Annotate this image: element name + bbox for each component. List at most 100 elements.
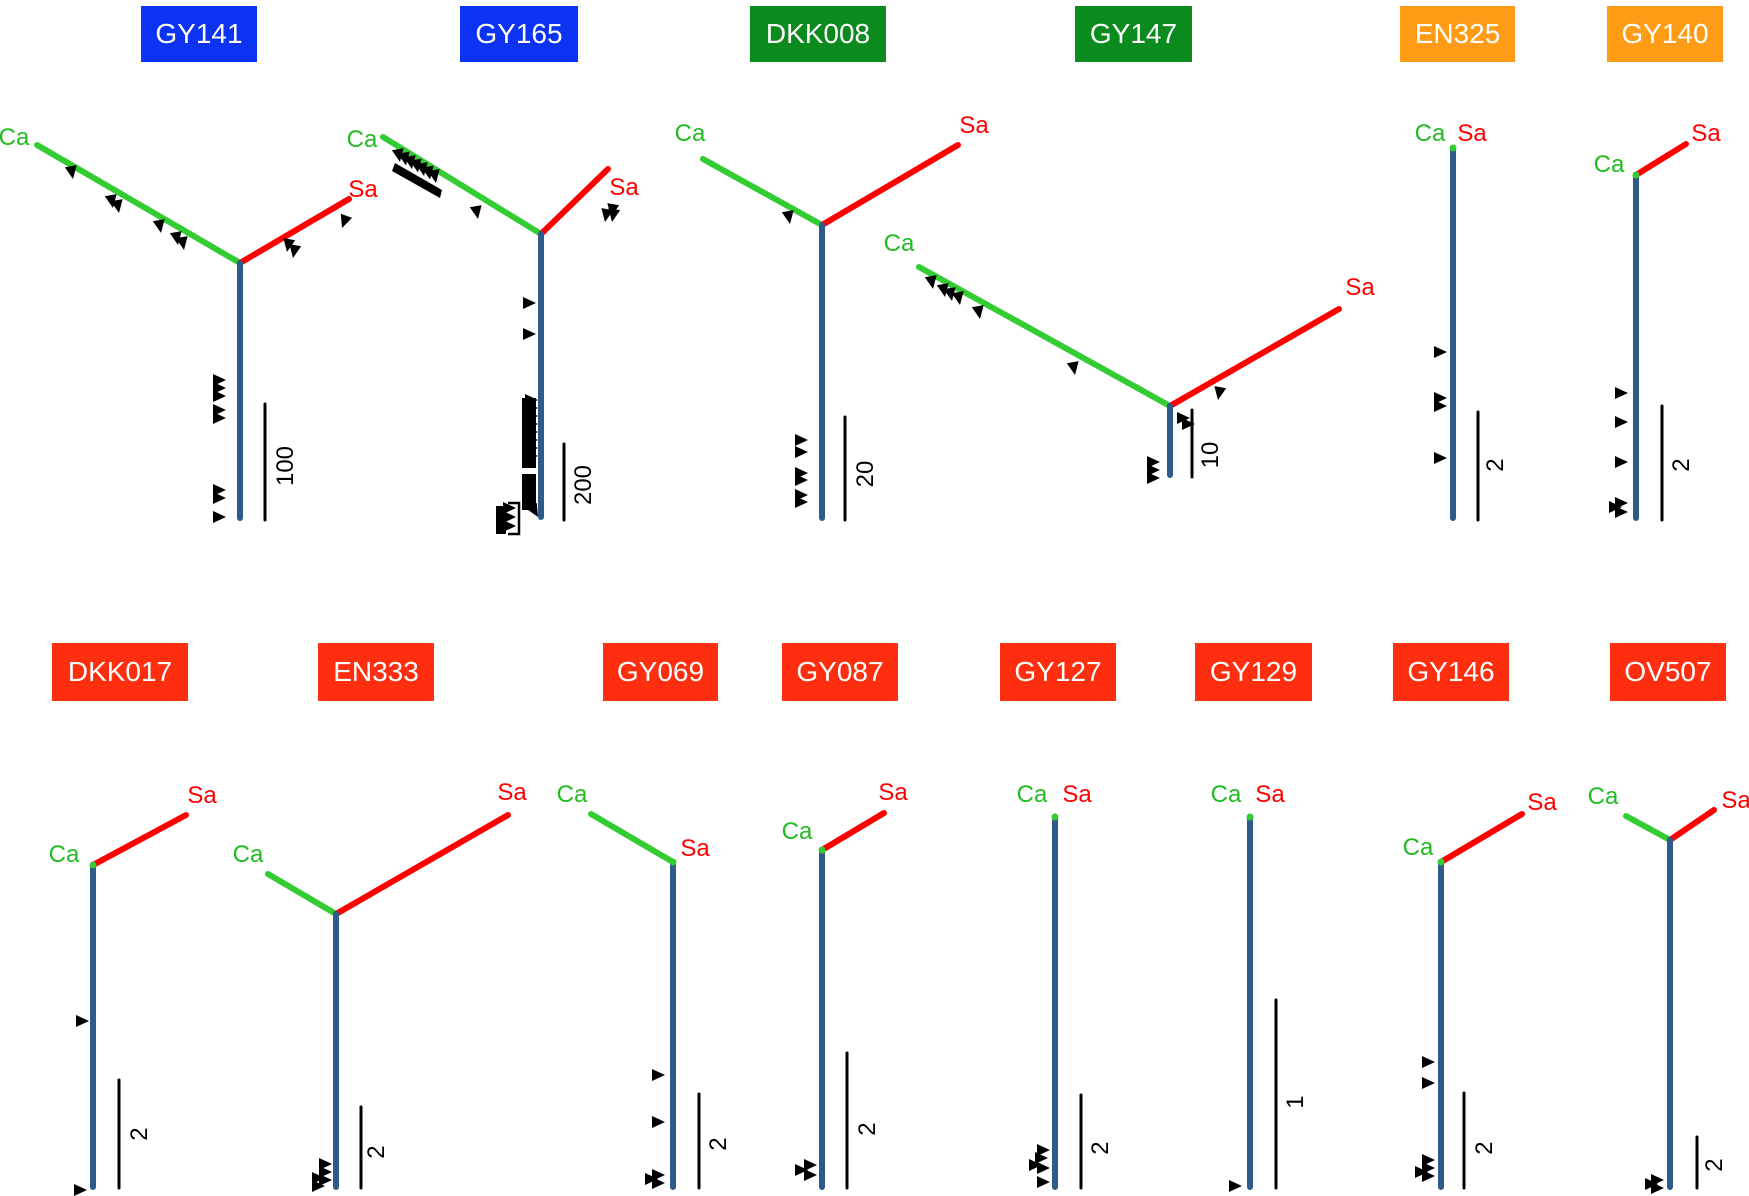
mutation-arrow: [397, 151, 410, 166]
mutation-arrow: [74, 1184, 87, 1196]
branch-sa: [90, 812, 189, 868]
mutation-block: [522, 474, 536, 510]
branch-ca: [916, 264, 1173, 409]
mutation-arrow: [213, 511, 226, 523]
sample-tag: GY129: [1195, 643, 1312, 701]
sample-tag: GY140: [1607, 6, 1723, 62]
tree-en325: Ca Sa 2: [1415, 120, 1509, 522]
scale-label: 2: [1482, 458, 1509, 471]
mutation-arrow: [289, 244, 302, 258]
mutation-arrow: [1422, 1154, 1435, 1166]
mutation-arrow: [608, 208, 621, 222]
mutation-arrow: [523, 297, 536, 309]
mutation-arrow: [804, 1159, 817, 1171]
mutation-arrow: [415, 162, 428, 176]
mutation-arrow: [1615, 456, 1628, 468]
label-ca: Ca: [347, 126, 378, 153]
bracket: [508, 501, 521, 536]
mutation-arrow: [503, 502, 516, 514]
branch-point: [1051, 813, 1059, 821]
sample-tag: GY069: [603, 643, 718, 701]
mutation-arrow: [469, 205, 482, 219]
branch-sa: [1167, 306, 1342, 409]
scale-label: 2: [363, 1145, 390, 1158]
mutation-arrow: [76, 1015, 89, 1027]
label-sa: Sa: [1721, 787, 1749, 814]
mutation-block: [392, 163, 442, 198]
label-sa: Sa: [680, 835, 710, 862]
mutation-arrow: [1615, 416, 1628, 428]
mutation-arrow: [1214, 386, 1227, 400]
label-ca: Ca: [1211, 781, 1242, 808]
label-ca: Ca: [1594, 151, 1625, 178]
mutation-arrow: [319, 1166, 332, 1178]
label-ca: Ca: [1403, 834, 1434, 861]
mutation-arrow: [525, 434, 538, 446]
label-ca: Ca: [1017, 781, 1048, 808]
mutation-block: [496, 506, 506, 534]
mutation-arrow: [1645, 1178, 1658, 1190]
label-ca: Ca: [557, 781, 588, 808]
mutation-arrow: [1147, 456, 1160, 468]
label-ca: Ca: [0, 124, 30, 151]
label-ca: Ca: [1415, 120, 1446, 147]
mutation-arrow: [1422, 1077, 1435, 1089]
label-ca: Ca: [49, 841, 80, 868]
label-sa: Sa: [1345, 274, 1375, 301]
mutation-arrow: [1066, 361, 1079, 375]
mutation-arrow: [427, 169, 440, 183]
mutation-arrow: [525, 450, 538, 462]
label-sa: Sa: [1062, 781, 1092, 808]
label-sa: Sa: [187, 782, 217, 809]
mutation-arrow: [936, 283, 949, 297]
scale-label: 2: [1668, 458, 1695, 471]
mutation-arrow: [652, 1116, 665, 1128]
mutation-arrow: [1434, 346, 1447, 358]
mutation-arrow: [526, 502, 538, 517]
branch-point: [669, 858, 677, 866]
mutation-arrow: [652, 1069, 665, 1081]
sample-tag: GY146: [1393, 643, 1509, 701]
mutation-arrow: [403, 155, 416, 169]
mutation-arrow: [1177, 412, 1190, 424]
branch-ca: [588, 811, 676, 865]
scale-label: 2: [854, 1122, 881, 1135]
label-sa: Sa: [1255, 781, 1285, 808]
mutation-arrow: [781, 210, 794, 224]
branch-ca: [380, 134, 544, 237]
mutation-arrow: [312, 1172, 325, 1184]
mutation-arrow: [1434, 392, 1447, 404]
mutation-arrow: [795, 474, 808, 486]
tree-dkk017: Ca Sa 2: [49, 782, 217, 1196]
sample-tag: GY141: [141, 6, 257, 62]
branch-sa: [538, 166, 611, 237]
mutation-arrow: [951, 291, 964, 305]
mutation-arrow: [795, 434, 808, 446]
mutation-arrow: [1037, 1176, 1050, 1188]
mutation-arrow: [525, 426, 538, 438]
label-sa: Sa: [1457, 120, 1487, 147]
sample-tag: EN333: [318, 643, 434, 701]
mutation-arrow: [152, 219, 165, 233]
mutation-arrow: [213, 374, 226, 386]
branch-point: [818, 846, 826, 854]
branch-sa: [819, 810, 887, 853]
scale-label: 2: [705, 1137, 732, 1150]
branch-ca: [265, 871, 339, 917]
mutation-arrow: [409, 158, 422, 173]
mutation-arrow: [525, 402, 538, 414]
branch-point: [89, 861, 97, 869]
scale-label: 2: [126, 1127, 153, 1140]
mutation-arrow: [1229, 1180, 1242, 1192]
mutation-arrow: [503, 511, 516, 523]
mutation-arrow: [1147, 464, 1160, 476]
